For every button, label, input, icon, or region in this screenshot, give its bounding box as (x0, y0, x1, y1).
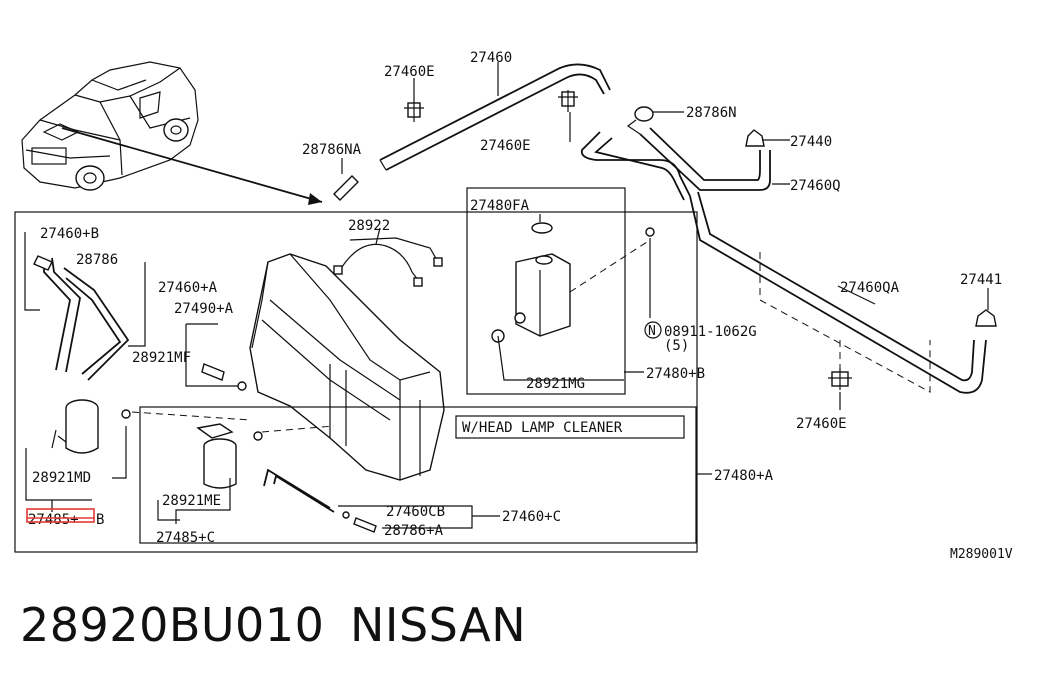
label-27485B: 27485+ (28, 512, 79, 528)
brand-name: NISSAN (350, 598, 527, 652)
label-08911-1062G: 08911-1062G (664, 324, 757, 340)
label-28786N: 28786N (686, 105, 737, 121)
inset-title: W/HEAD LAMP CLEANER (462, 420, 623, 436)
highlight-box (26, 508, 95, 523)
label-28921MF: 28921MF (132, 350, 191, 366)
label-28921ME: 28921ME (162, 493, 221, 509)
label-27441: 27441 (960, 272, 1002, 288)
label-28786A: 28786+A (384, 523, 444, 539)
main-assembly-box (14, 211, 698, 553)
label-27480B: 27480+B (646, 366, 705, 382)
label-27480A: 27480+A (714, 468, 774, 484)
label-28786: 28786 (76, 252, 118, 268)
label-27460QA: 27460QA (840, 280, 900, 296)
head-lamp-cleaner-inset (139, 406, 712, 544)
part-number: 28920BU010 (20, 598, 325, 652)
label-27460C: 27460+C (502, 509, 561, 525)
label-27440: 27440 (790, 134, 832, 150)
label-27480FA: 27480FA (470, 198, 530, 214)
label-27460E-mid: 27460E (480, 138, 531, 154)
vehicle-illustration (21, 61, 323, 205)
label-27460E-top: 27460E (384, 64, 435, 80)
label-27460: 27460 (470, 50, 512, 66)
upper-hose-assembly (333, 63, 997, 394)
leader-lines (341, 62, 989, 410)
diagram-code: M289001V (950, 547, 1013, 562)
label-27460B: 27460+B (40, 226, 99, 242)
label-27460Q: 27460Q (790, 178, 841, 194)
label-27490A: 27490+A (174, 301, 234, 317)
label-27485B-suffix: B (96, 512, 104, 528)
label-28921MD: 28921MD (32, 470, 91, 486)
label-27460E-right: 27460E (796, 416, 847, 432)
n-circle-icon (644, 321, 662, 339)
label-28786NA: 28786NA (302, 142, 362, 158)
reservoir-box (466, 187, 655, 395)
label-08911-qty: (5) (664, 338, 689, 354)
label-28921MG: 28921MG (526, 376, 585, 392)
label-27460CB: 27460CB (386, 504, 445, 520)
label-08911-circle: N (648, 324, 656, 339)
part-labels: 27460E 27460 28786N 28786NA 27460E 27440… (26, 50, 1013, 562)
label-27485C: 27485+C (156, 530, 215, 546)
label-28922: 28922 (348, 218, 390, 234)
label-27460A: 27460+A (158, 280, 218, 296)
